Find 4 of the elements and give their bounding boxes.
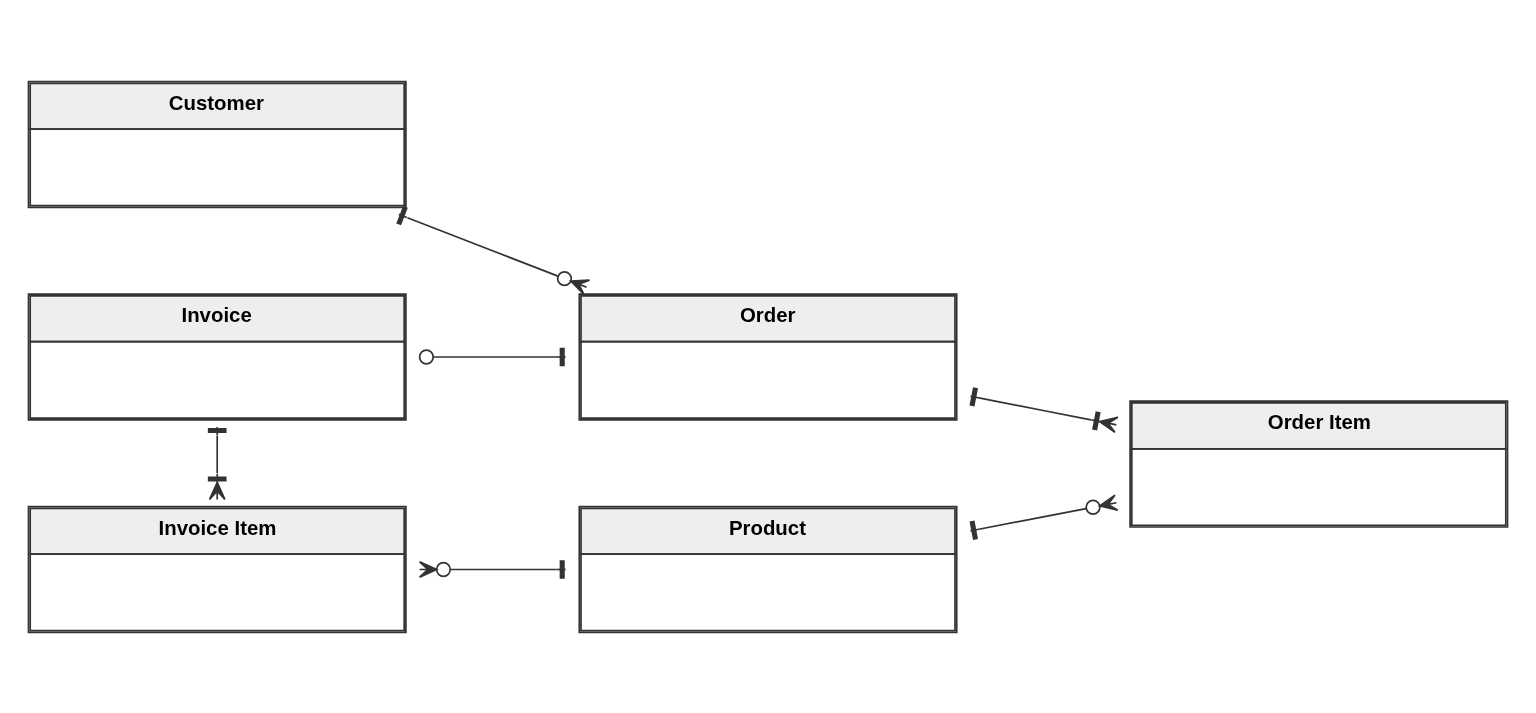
connector xyxy=(969,386,1119,433)
connector xyxy=(396,205,591,295)
connector xyxy=(969,493,1119,540)
connector xyxy=(207,425,227,500)
